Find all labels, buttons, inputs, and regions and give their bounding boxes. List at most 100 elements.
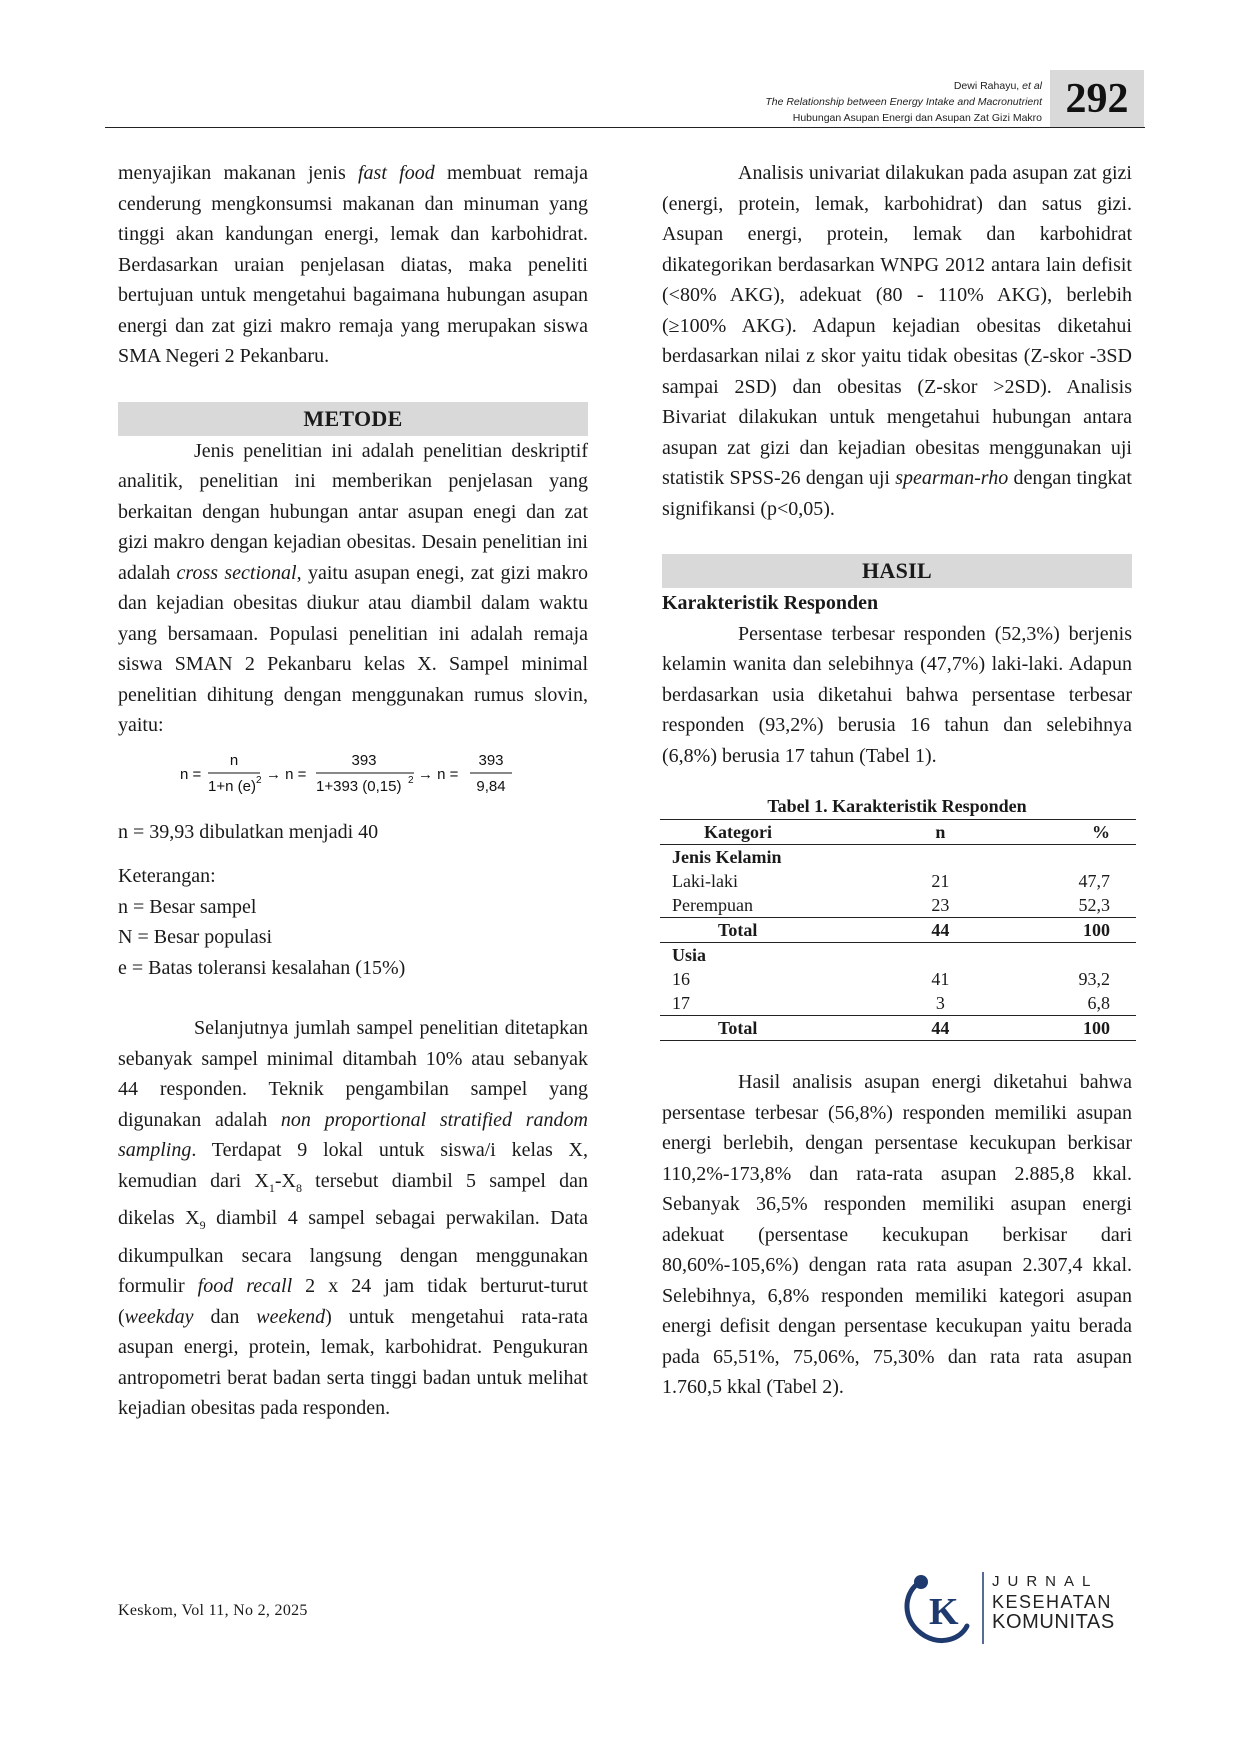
table-row: 16 41 93,2 (660, 967, 1136, 991)
table-group-row: Jenis Kelamin (660, 845, 1136, 870)
intro-paragraph: menyajikan makanan jenis fast food membu… (118, 158, 588, 372)
table-cell: 16 (672, 969, 690, 989)
page-number: 292 (1050, 70, 1144, 128)
italic-run: food recall (197, 1275, 293, 1297)
journal-logo-icon: K (904, 1572, 984, 1644)
text-run: tersebut diambil 5 sampel dan dikelas X (118, 1169, 588, 1230)
header-title-en: The Relationship between Energy Intake a… (765, 96, 1042, 108)
subscript-run: 9 (199, 1218, 206, 1232)
text-run: dengan tingkat signifikansi (p<0,05). (662, 467, 1132, 520)
text-run: ) untuk mengetahui rata-rata asupan ener… (118, 1305, 588, 1420)
text-run: Jenis penelitian ini adalah penelitian d… (118, 439, 588, 584)
text-run: Persentase terbesar responden (52,3%) be… (662, 622, 1132, 767)
table-group-row: Usia (660, 943, 1136, 968)
table-cell: Total (660, 1015, 899, 1041)
text-run: membuat remaja cenderung mengkonsumsi ma… (118, 162, 589, 367)
table-cell: 44 (898, 917, 983, 943)
journal-logo-text: JURNAL KESEHATAN KOMUNITAS (992, 1572, 1115, 1632)
header-author: Dewi Rahayu, et al (953, 80, 1042, 92)
text-run: -X (274, 1169, 296, 1192)
text-run: diambil 4 sampel sebagai perwakilan. Dat… (118, 1207, 589, 1297)
text-run: Hasil analisis asupan energi diketahui b… (662, 1071, 1132, 1398)
formula-n-equals: n = (180, 766, 202, 783)
left-column: menyajikan makanan jenis fast food membu… (118, 158, 588, 1424)
text-run: Analisis univariat dilakukan pada asupan… (662, 162, 1132, 489)
footer-citation: Keskom, Vol 11, No 2, 2025 (118, 1602, 308, 1619)
section-heading-hasil: HASIL (662, 554, 1132, 588)
formula-numerator-2: 393 (351, 752, 376, 769)
logo-mark: K (929, 1591, 959, 1633)
table-cell: Jenis Kelamin (672, 847, 782, 867)
formula-exponent-2: 2 (408, 775, 414, 786)
text-run: . Terdapat 9 lokal untuk siswa/i kelas X… (118, 1139, 588, 1192)
subscript-run: 8 (295, 1180, 302, 1195)
table-cell: Laki-laki (672, 871, 738, 891)
running-header: Dewi Rahayu, et al The Relationship betw… (562, 78, 1042, 126)
hasil-paragraph: Hasil analisis asupan energi diketahui b… (662, 1067, 1132, 1403)
text-run: menyajikan makanan jenis (118, 162, 358, 184)
section-heading-metode: METODE (118, 401, 588, 436)
italic-run: weekend (256, 1305, 326, 1328)
keterangan-item: N = Besar populasi (118, 926, 273, 948)
table-cell: 100 (982, 1015, 1136, 1041)
formula-denominator-2: 1+393 (0,15) (316, 778, 401, 795)
logo-line-3: KOMUNITAS (992, 1611, 1115, 1633)
logo-line-2: KESEHATAN (992, 1592, 1112, 1612)
table-cell: 100 (982, 917, 1136, 943)
keterangan-title: Keterangan: (118, 865, 216, 887)
formula-numerator-3: 393 (478, 752, 503, 769)
table-title: Tabel 1. Karakteristik Responden (767, 796, 1027, 816)
logo-line-1: JURNAL (992, 1573, 1099, 1590)
analisis-paragraph: Analisis univariat dilakukan pada asupan… (662, 158, 1132, 524)
table-cell: 3 (935, 993, 945, 1013)
table-cell: 21 (931, 871, 950, 891)
italic-run: weekday (124, 1305, 194, 1328)
table-cell: 17 (672, 993, 690, 1013)
table-cell: Perempuan (672, 895, 753, 915)
header-author-etal: et al (1022, 80, 1042, 92)
metode-paragraph-1: Jenis penelitian ini adalah penelitian d… (118, 436, 588, 741)
table-row: Laki-laki 21 47,7 (660, 869, 1136, 893)
keterangan-block: Keterangan: n = Besar sampel N = Besar p… (118, 861, 588, 983)
formula-result: n = 39,93 dibulatkan menjadi 40 (118, 820, 379, 843)
keterangan-item: e = Batas toleransi kesalahan (15%) (118, 956, 406, 979)
header-divider (105, 127, 1145, 128)
italic-run: spearman-rho (895, 467, 1009, 489)
text-run: 2 x 24 jam tidak berturut-turut ( (118, 1275, 588, 1328)
formula-denominator-3: 9,84 (476, 778, 505, 795)
table-header-row: Kategori n % (660, 819, 1136, 845)
formula-graphic: n = n 1+n (e) 2 → n = 393 1+393 (0,15) 2… (180, 752, 512, 795)
italic-run: fast food (358, 162, 435, 184)
table-cell (898, 845, 982, 870)
formula-numerator-1: n (230, 752, 238, 769)
text-run: Selanjutnya jumlah sampel penelitian dit… (118, 1017, 588, 1131)
karakteristik-paragraph: Persentase terbesar responden (52,3%) be… (662, 619, 1132, 772)
table-cell: 44 (898, 1015, 983, 1041)
keterangan-item: n = Besar sampel (118, 895, 257, 918)
table-cell (898, 943, 982, 968)
table-cell: 41 (931, 969, 950, 989)
table-cell: Usia (672, 945, 707, 965)
table-cell: 52,3 (1078, 895, 1111, 915)
formula-arrow-2: → n = (418, 766, 459, 783)
table-cell: 6,8 (1087, 993, 1111, 1013)
text-run: dan (193, 1305, 257, 1328)
italic-run: non proportional stratified random sampl… (118, 1108, 588, 1162)
right-column: Analisis univariat dilakukan pada asupan… (660, 158, 1136, 1403)
text-run: , yaitu asupan enegi, zat gizi makro dan… (118, 561, 588, 737)
formula-arrow-1: → n = (266, 766, 307, 783)
slovin-formula: n = n 1+n (e) 2 → n = 393 1+393 (0,15) 2… (118, 743, 588, 803)
table-cell: Total (660, 917, 899, 943)
header-title-id: Hubungan Asupan Energi dan Asupan Zat Gi… (792, 112, 1042, 124)
table-row: 17 3 6,8 (660, 991, 1136, 1016)
subscript-run: 1 (268, 1180, 275, 1195)
table-cell: 93,2 (1078, 969, 1111, 989)
formula-denominator-1: 1+n (e) (208, 778, 256, 795)
table-header-cell: Kategori (660, 819, 899, 845)
table-cell: 47,7 (1078, 871, 1111, 891)
